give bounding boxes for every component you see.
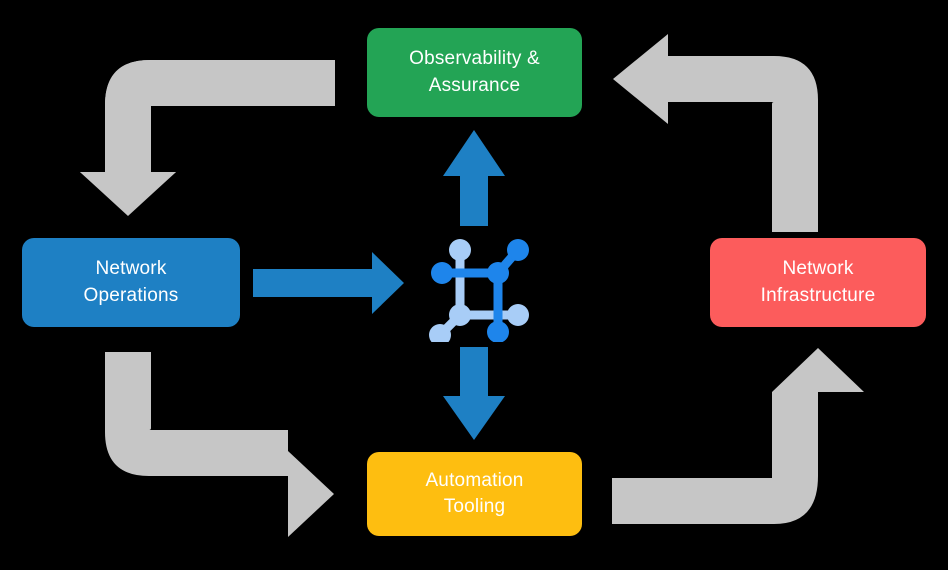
connector-automation-to-infrastructure — [612, 348, 864, 524]
node-label-observability: Observability & Assurance — [409, 48, 540, 96]
connector-ops-to-hub — [253, 252, 404, 314]
connector-ops-to-automation — [105, 352, 334, 537]
node-label-automation-tooling: Automation Tooling — [425, 469, 524, 517]
network-topology-icon — [420, 222, 540, 346]
connector-hub-to-observability — [443, 130, 505, 226]
node-label-network-infrastructure: Network Infrastructure — [760, 258, 876, 306]
node-network-infrastructure[interactable]: Network Infrastructure — [710, 238, 926, 327]
node-observability-assurance[interactable]: Observability & Assurance — [367, 28, 582, 117]
node-label-network-operations: Network Operations — [83, 258, 179, 306]
connector-infrastructure-to-observability — [613, 34, 818, 232]
node-automation-tooling[interactable]: Automation Tooling — [367, 452, 582, 536]
network-topology-svg — [429, 239, 529, 346]
connector-observability-to-ops — [80, 60, 335, 216]
node-network-operations[interactable]: Network Operations — [22, 238, 240, 327]
connector-hub-to-automation — [443, 347, 505, 440]
